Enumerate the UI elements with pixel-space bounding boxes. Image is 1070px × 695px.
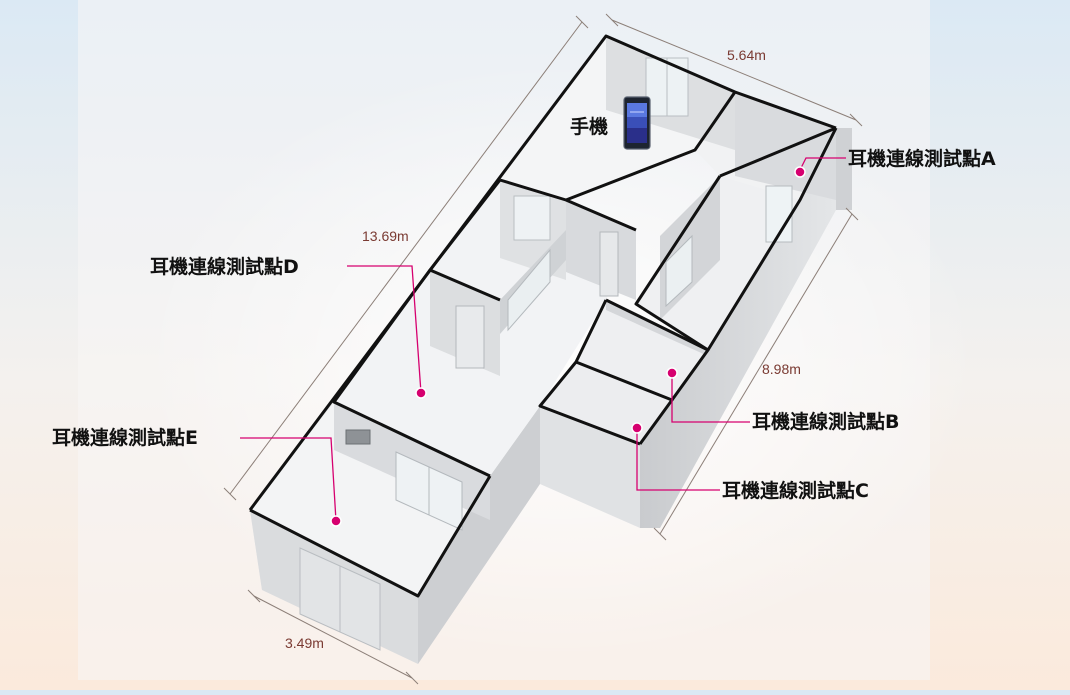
test-point-e-label: 耳機連線測試點E	[52, 427, 198, 449]
test-point-a-label: 耳機連線測試點A	[848, 148, 996, 170]
ac-unit	[345, 429, 371, 445]
outline-right-room	[634, 175, 722, 352]
test-point-b-label: 耳機連線測試點B	[752, 411, 900, 433]
window-room-right	[665, 234, 693, 308]
outline-d-lower	[332, 269, 491, 478]
outline-balcony	[565, 91, 737, 202]
dim-line-top	[611, 19, 857, 121]
dim-line-left	[229, 21, 583, 495]
leader-line-e	[240, 437, 337, 522]
leader-line-d	[347, 265, 422, 394]
leader-line-a	[799, 157, 846, 171]
dim-tick-top-b	[849, 113, 863, 127]
leader-line-b	[671, 373, 750, 423]
outline-hall	[499, 178, 637, 232]
window-corridor	[507, 248, 551, 332]
outline-e-front	[249, 475, 492, 598]
dim-tick-left-b	[223, 487, 237, 501]
exterior-wall-bc-front	[540, 406, 640, 528]
test-point-b-dot	[666, 367, 678, 379]
test-point-c-dot	[631, 422, 643, 434]
dim-line-bottom	[253, 595, 413, 679]
dimension-bottom-width: 3.49m	[285, 635, 324, 651]
dim-line-right	[659, 213, 853, 535]
dim-tick-bottom-a	[247, 589, 261, 603]
leader-line-c	[636, 428, 720, 491]
door-corridor	[455, 305, 485, 369]
door-hall	[599, 231, 619, 297]
smartphone-icon	[623, 96, 651, 150]
test-point-pins	[240, 157, 846, 527]
dimension-lines	[223, 13, 863, 685]
wall-outlines	[248, 34, 838, 598]
dim-tick-top-a	[605, 13, 619, 27]
floor-room-right	[636, 176, 800, 350]
outline-bc-left	[538, 299, 641, 446]
test-point-e-dot	[330, 515, 342, 527]
test-point-d-dot	[415, 387, 427, 399]
dim-tick-right-a	[845, 207, 859, 221]
dim-tick-left-a	[575, 15, 589, 29]
test-point-c-label: 耳機連線測試點C	[722, 480, 869, 502]
dim-tick-right-b	[653, 527, 667, 541]
phone-label: 手機	[570, 116, 609, 138]
exterior-wall-lower-wing	[418, 406, 540, 664]
outline-right-edge	[706, 127, 838, 351]
dimension-total-length: 13.69m	[362, 228, 409, 244]
dimension-right-length: 8.98m	[762, 361, 801, 377]
test-point-d-label: 耳機連線測試點D	[150, 256, 299, 278]
exterior-wall-corner	[836, 128, 852, 210]
outline-a-room	[719, 126, 837, 178]
dim-tick-bottom-b	[405, 671, 419, 685]
test-point-a-dot	[794, 166, 806, 178]
window-room-d-upper	[513, 195, 551, 241]
dimension-top-width: 5.64m	[727, 47, 766, 63]
